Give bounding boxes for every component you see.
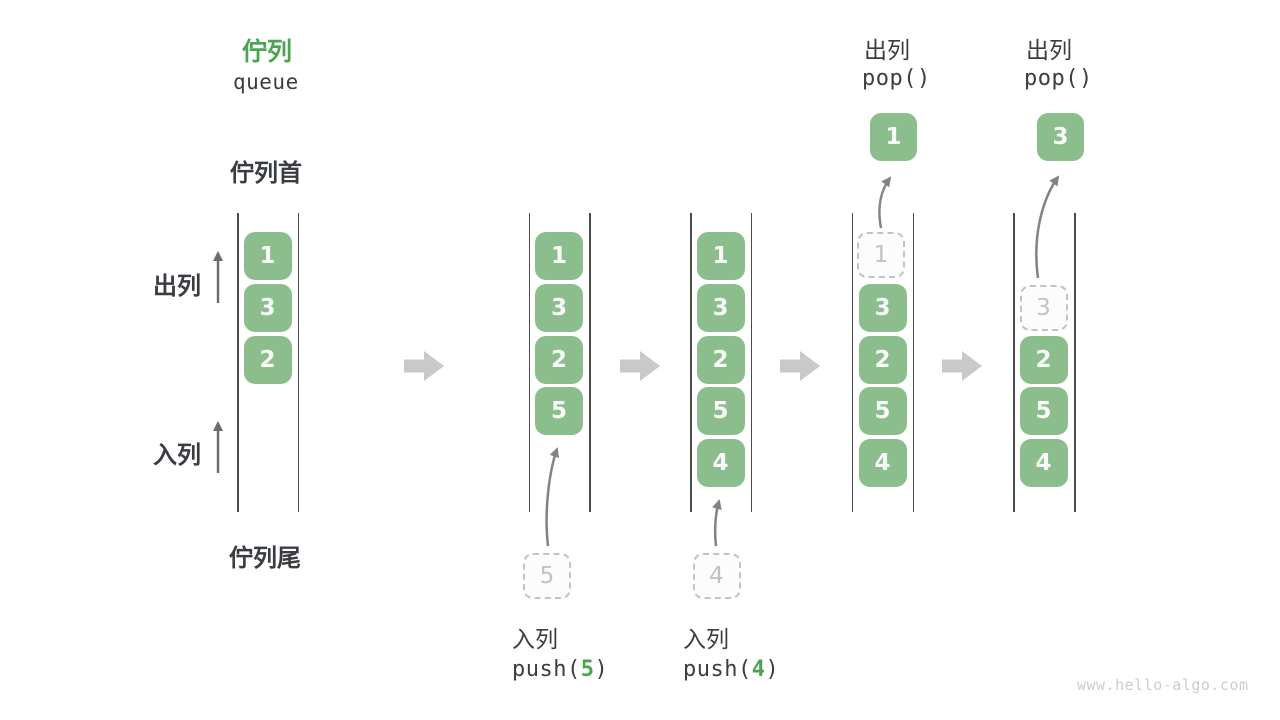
queue-wall	[528, 213, 531, 512]
queue-wall	[297, 213, 300, 512]
queue-cell: 2	[1019, 336, 1068, 384]
pending-cell: 5	[523, 553, 571, 599]
transition-arrow-icon	[942, 351, 982, 381]
queue-cell: 4	[696, 439, 745, 487]
popped-ghost-cell: 1	[857, 232, 905, 278]
queue-rear-label: 佇列尾	[229, 544, 301, 572]
push-call-text: push(4)	[683, 657, 779, 682]
queue-cell: 3	[243, 284, 292, 332]
queue-wall	[851, 213, 854, 512]
queue-wall	[1074, 213, 1076, 512]
transition-arrow-icon	[620, 351, 660, 381]
dequeue-op-label: 出列	[1026, 38, 1072, 64]
queue-cell: 5	[858, 387, 907, 435]
transition-arrow-icon	[404, 351, 444, 381]
queue-cell: 3	[535, 284, 583, 332]
queue-cell: 2	[243, 336, 292, 384]
dequeue-label: 出列	[153, 272, 201, 300]
pop-fn-text: pop(	[862, 66, 917, 91]
queue-cell: 5	[535, 387, 583, 435]
queue-cell: 2	[535, 336, 583, 384]
queue-cell: 3	[858, 284, 907, 332]
push-arg-text: 5	[580, 657, 595, 682]
popped-value-cell: 1	[870, 113, 917, 161]
queue-cell: 1	[696, 232, 745, 280]
queue-front-label: 佇列首	[230, 159, 302, 187]
queue-wall	[690, 213, 692, 512]
push-fn-text: push(	[512, 657, 581, 682]
queue-cell: 2	[858, 336, 907, 384]
push-fn-text: push(	[683, 657, 752, 682]
queue-cell: 1	[243, 232, 292, 280]
pending-cell: 4	[692, 553, 741, 599]
dequeue-op-label: 出列	[864, 38, 910, 64]
queue-cell: 1	[535, 232, 583, 280]
queue-cell: 2	[696, 336, 745, 384]
push-close-text: )	[765, 657, 780, 682]
queue-wall	[237, 213, 239, 512]
enqueue-op-label: 入列	[512, 627, 558, 653]
site-watermark: www.hello-algo.com	[1077, 676, 1249, 694]
enqueue-label: 入列	[153, 441, 201, 469]
push-close-text: )	[594, 657, 609, 682]
popped-value-cell: 3	[1037, 113, 1084, 161]
diagram-title-en: queue	[233, 70, 299, 94]
pop-fn-text: pop(	[1024, 66, 1079, 91]
queue-cell: 4	[858, 439, 907, 487]
queue-cell: 4	[1019, 439, 1068, 487]
pop-close-text: )	[916, 66, 931, 91]
pop-call-text: pop()	[1024, 66, 1093, 91]
pop-arrow-icon	[878, 176, 892, 229]
queue-wall	[1013, 213, 1015, 512]
queue-wall	[912, 213, 915, 512]
push-arrow-icon	[545, 447, 560, 547]
queue-cell: 3	[696, 284, 745, 332]
push-call-text: push(5)	[512, 657, 608, 682]
push-arrow-icon	[712, 499, 722, 547]
popped-ghost-cell: 3	[1019, 285, 1068, 331]
queue-wall	[589, 213, 591, 512]
queue-cell: 5	[1019, 387, 1068, 435]
queue-wall	[750, 213, 753, 512]
diagram-title-zh: 佇列	[242, 37, 293, 66]
queue-cell: 5	[696, 387, 745, 435]
transition-arrow-icon	[780, 351, 820, 381]
enqueue-op-label: 入列	[683, 627, 729, 653]
push-arg-text: 4	[751, 657, 766, 682]
pop-call-text: pop()	[862, 66, 931, 91]
pop-arrow-icon	[1035, 175, 1060, 279]
pop-close-text: )	[1078, 66, 1093, 91]
